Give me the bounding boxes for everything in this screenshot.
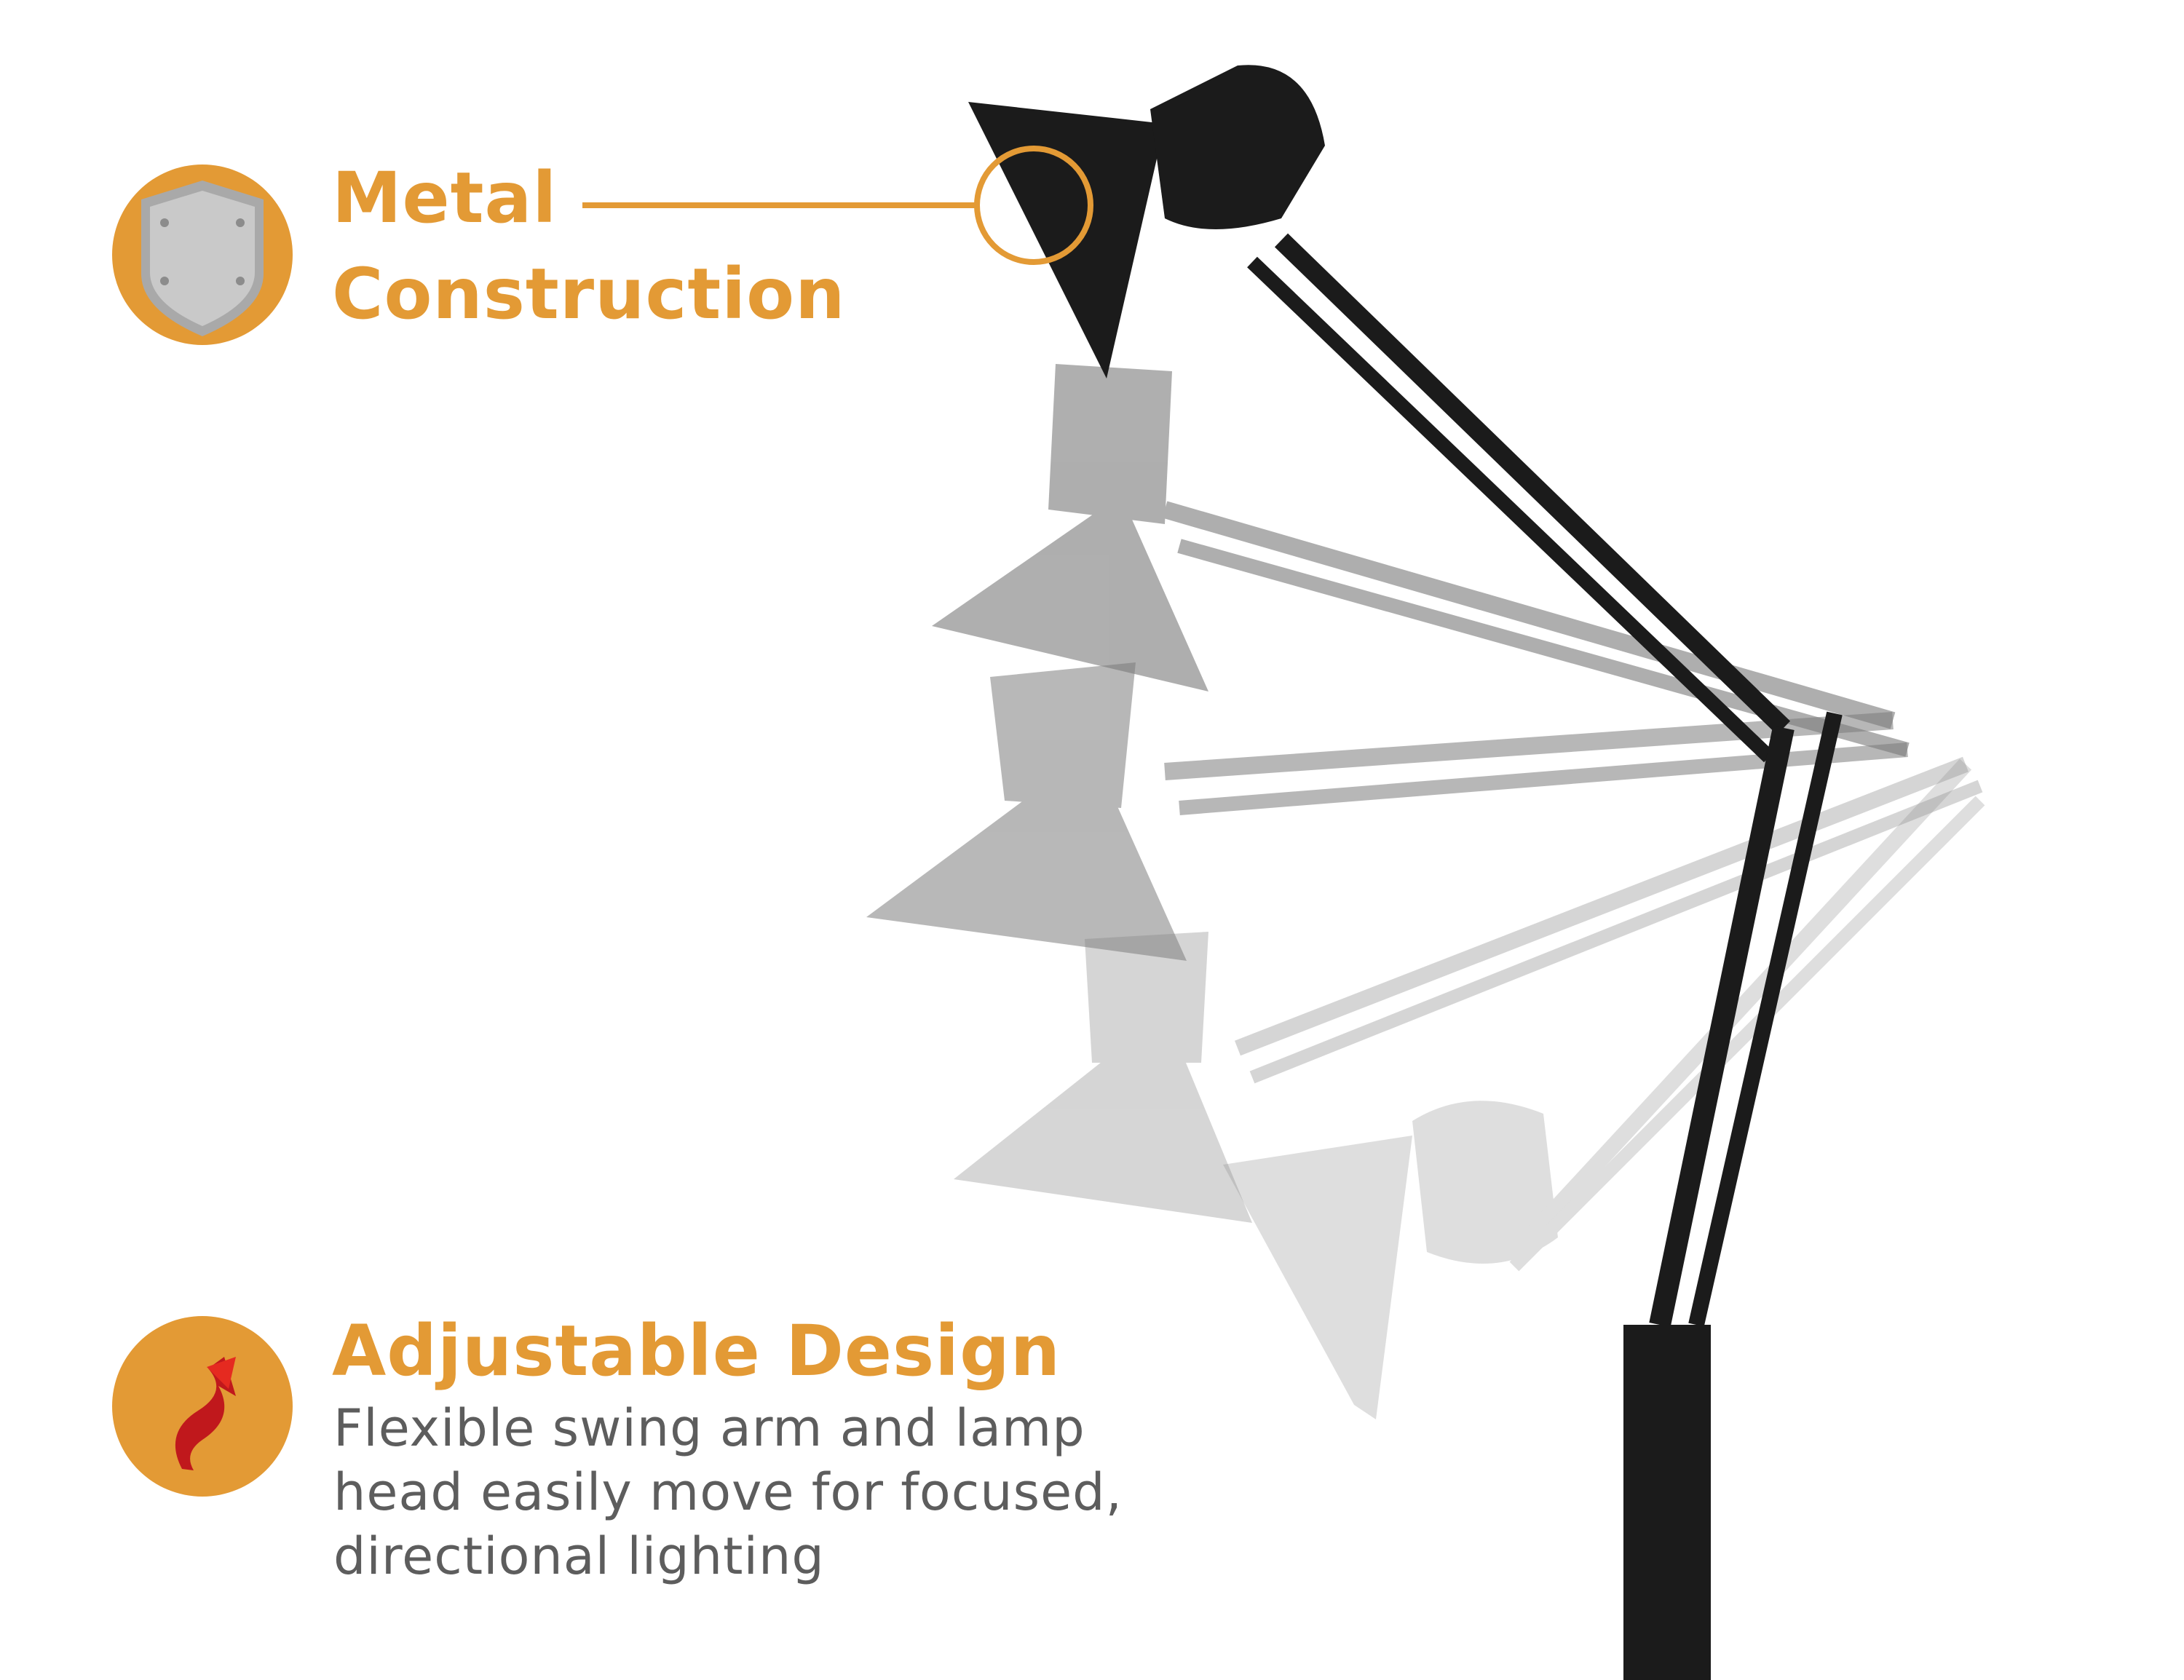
ghost-lamp-position-3 (954, 756, 1983, 1223)
metal-shield-icon (112, 165, 293, 345)
ghost-lamp-position-1 (932, 364, 1910, 757)
metal-construction-title: Metal Construction (332, 150, 845, 342)
metal-title-line2: Construction (332, 253, 846, 335)
curved-arrow-icon (112, 1316, 293, 1497)
ghost-lamp-position-4 (1223, 758, 1985, 1419)
adjustable-design-title: Adjustable Design (332, 1310, 1061, 1392)
adjustable-design-description: Flexible swing arm and lamp head easily … (333, 1398, 1123, 1586)
black-lamp (968, 65, 1843, 1680)
metal-title-line1: Metal (332, 157, 558, 239)
